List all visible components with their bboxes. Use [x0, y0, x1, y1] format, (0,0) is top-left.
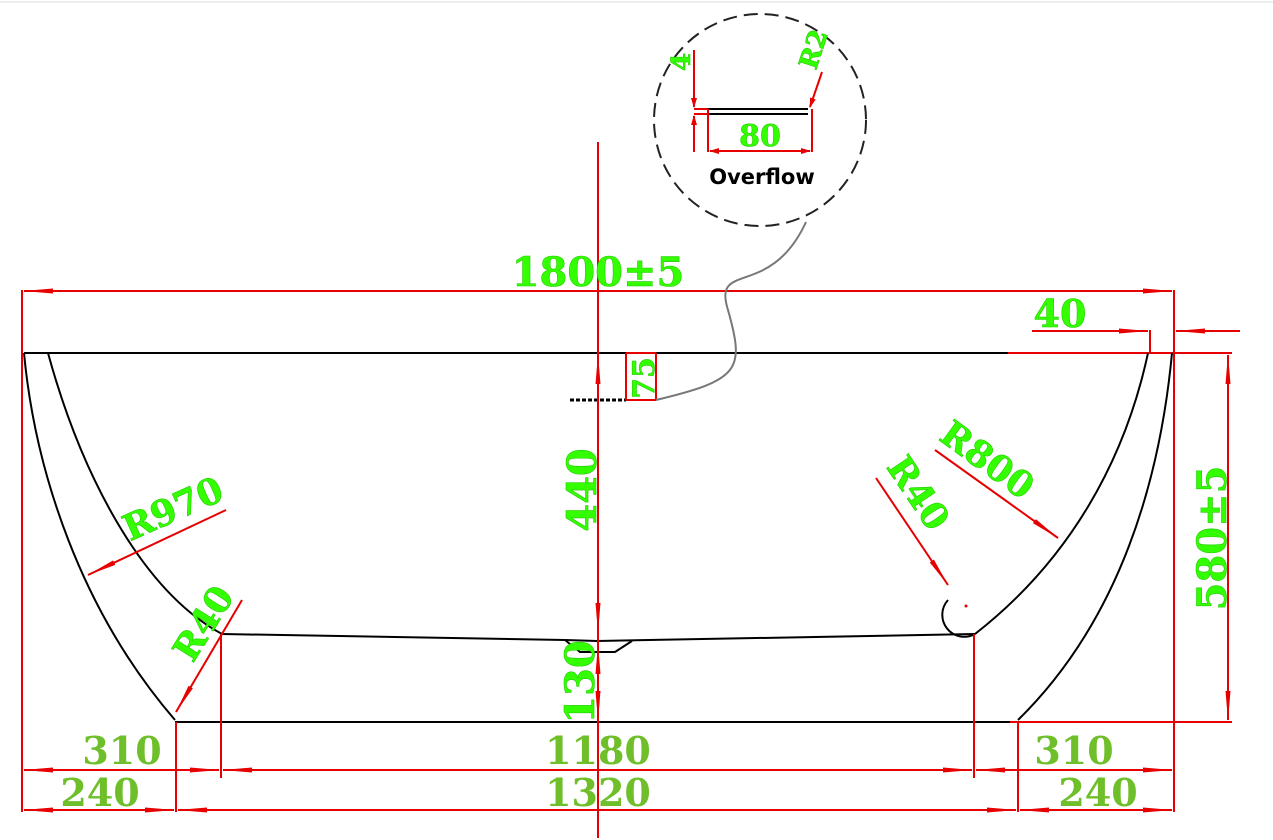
radius-center-dot: [964, 604, 968, 608]
dim-text-40: 40: [1034, 291, 1087, 336]
detail-label-overflow: Overflow: [709, 165, 815, 189]
dim-text-240-right: 240: [1058, 770, 1137, 815]
outer-right-wall: [1017, 352, 1173, 721]
dim-text-r40-left: R40: [165, 579, 243, 669]
detail-text-80: 80: [739, 119, 781, 154]
dim-text-75: 75: [627, 357, 662, 399]
dimension-texts: 1800±5 40 75 440 130 580±5 R970 R40 R800…: [60, 26, 1236, 815]
radius-r40-right-arc: [941, 599, 976, 638]
inner-left-wall: [47, 352, 223, 635]
dim-text-240-left: 240: [60, 770, 139, 815]
leader-r40-right: [875, 477, 949, 586]
leader-r40-left: [175, 599, 243, 713]
tub-outline: [23, 352, 1232, 723]
dim-text-130: 130: [557, 640, 604, 724]
leader-r800: [934, 449, 1059, 539]
detail-leader: [655, 221, 807, 401]
inner-bottom-line: [221, 633, 976, 643]
dim-text-1320: 1320: [545, 770, 651, 815]
leader-r970: [87, 509, 227, 576]
dimension-lines: [23, 288, 1240, 813]
dim-text-1180: 1180: [545, 728, 651, 773]
detail-text-4: 4: [667, 53, 697, 71]
dim-text-1800: 1800±5: [512, 249, 685, 296]
outer-left-wall: [23, 352, 176, 721]
dim-text-310-right: 310: [1034, 728, 1113, 773]
detail-leader-r2: [809, 71, 823, 108]
dim-text-r40-right: R40: [878, 448, 958, 538]
overflow-detail: [653, 13, 867, 401]
dim-text-580: 580±5: [1189, 466, 1236, 611]
inner-right-wall: [974, 352, 1149, 635]
dim-text-440: 440: [559, 448, 606, 532]
dim-text-310-left: 310: [82, 728, 161, 773]
dim-text-r970: R970: [117, 468, 230, 549]
detail-text-r2: R2: [794, 26, 835, 73]
detail-circle: [653, 13, 867, 227]
dim-line-75: [625, 352, 657, 401]
